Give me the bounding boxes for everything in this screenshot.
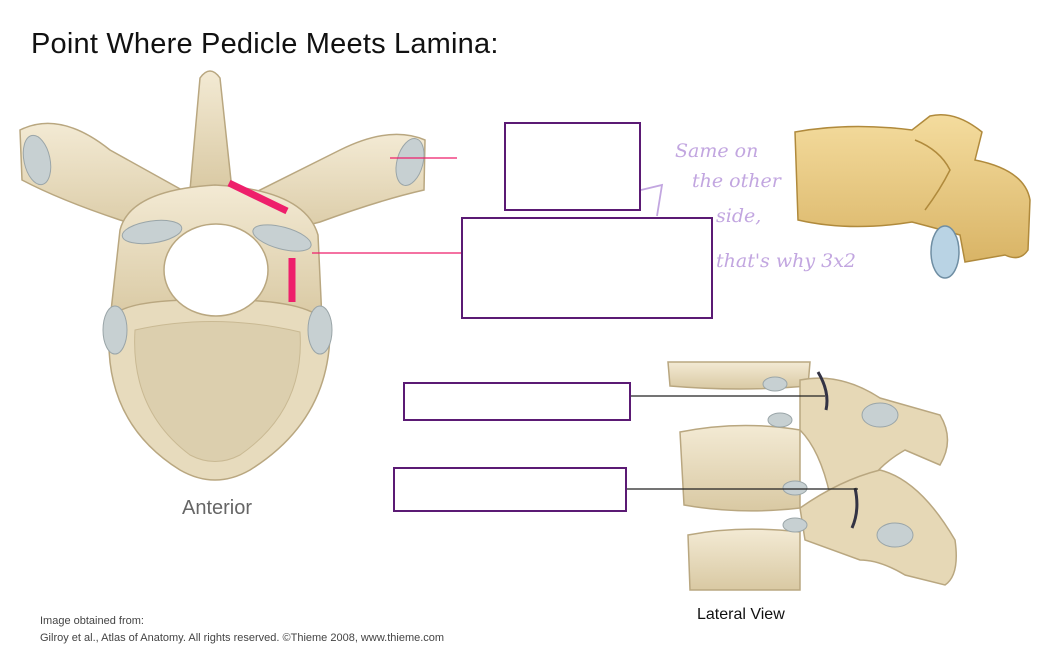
- label-box-2[interactable]: [461, 217, 713, 319]
- image-credit: Image obtained from: Gilroy et al., Atla…: [40, 613, 444, 647]
- lateral-view-label: Lateral View: [697, 606, 785, 623]
- label-box-4[interactable]: [393, 467, 627, 512]
- label-box-1[interactable]: [504, 122, 641, 211]
- lateral-view-vertebra: [794, 114, 1031, 279]
- handwritten-note-line-4: that's why 3x2: [716, 250, 857, 272]
- pedicle-lamina-marker-upper: [227, 179, 289, 215]
- label-box-3[interactable]: [403, 382, 631, 421]
- annotation-bracket: [640, 183, 664, 217]
- slide-title: Point Where Pedicle Meets Lamina:: [31, 28, 499, 60]
- handwritten-note-line-3: side,: [716, 205, 762, 227]
- superior-view-vertebra: [19, 70, 426, 481]
- handwritten-note-line-1: Same on: [675, 140, 759, 162]
- handwritten-note-line-2: the other: [692, 170, 781, 192]
- credit-line-1: Image obtained from:: [40, 615, 144, 627]
- anterior-label: Anterior: [182, 497, 253, 519]
- credit-line-2: Gilroy et al., Atlas of Anatomy. All rig…: [40, 632, 445, 644]
